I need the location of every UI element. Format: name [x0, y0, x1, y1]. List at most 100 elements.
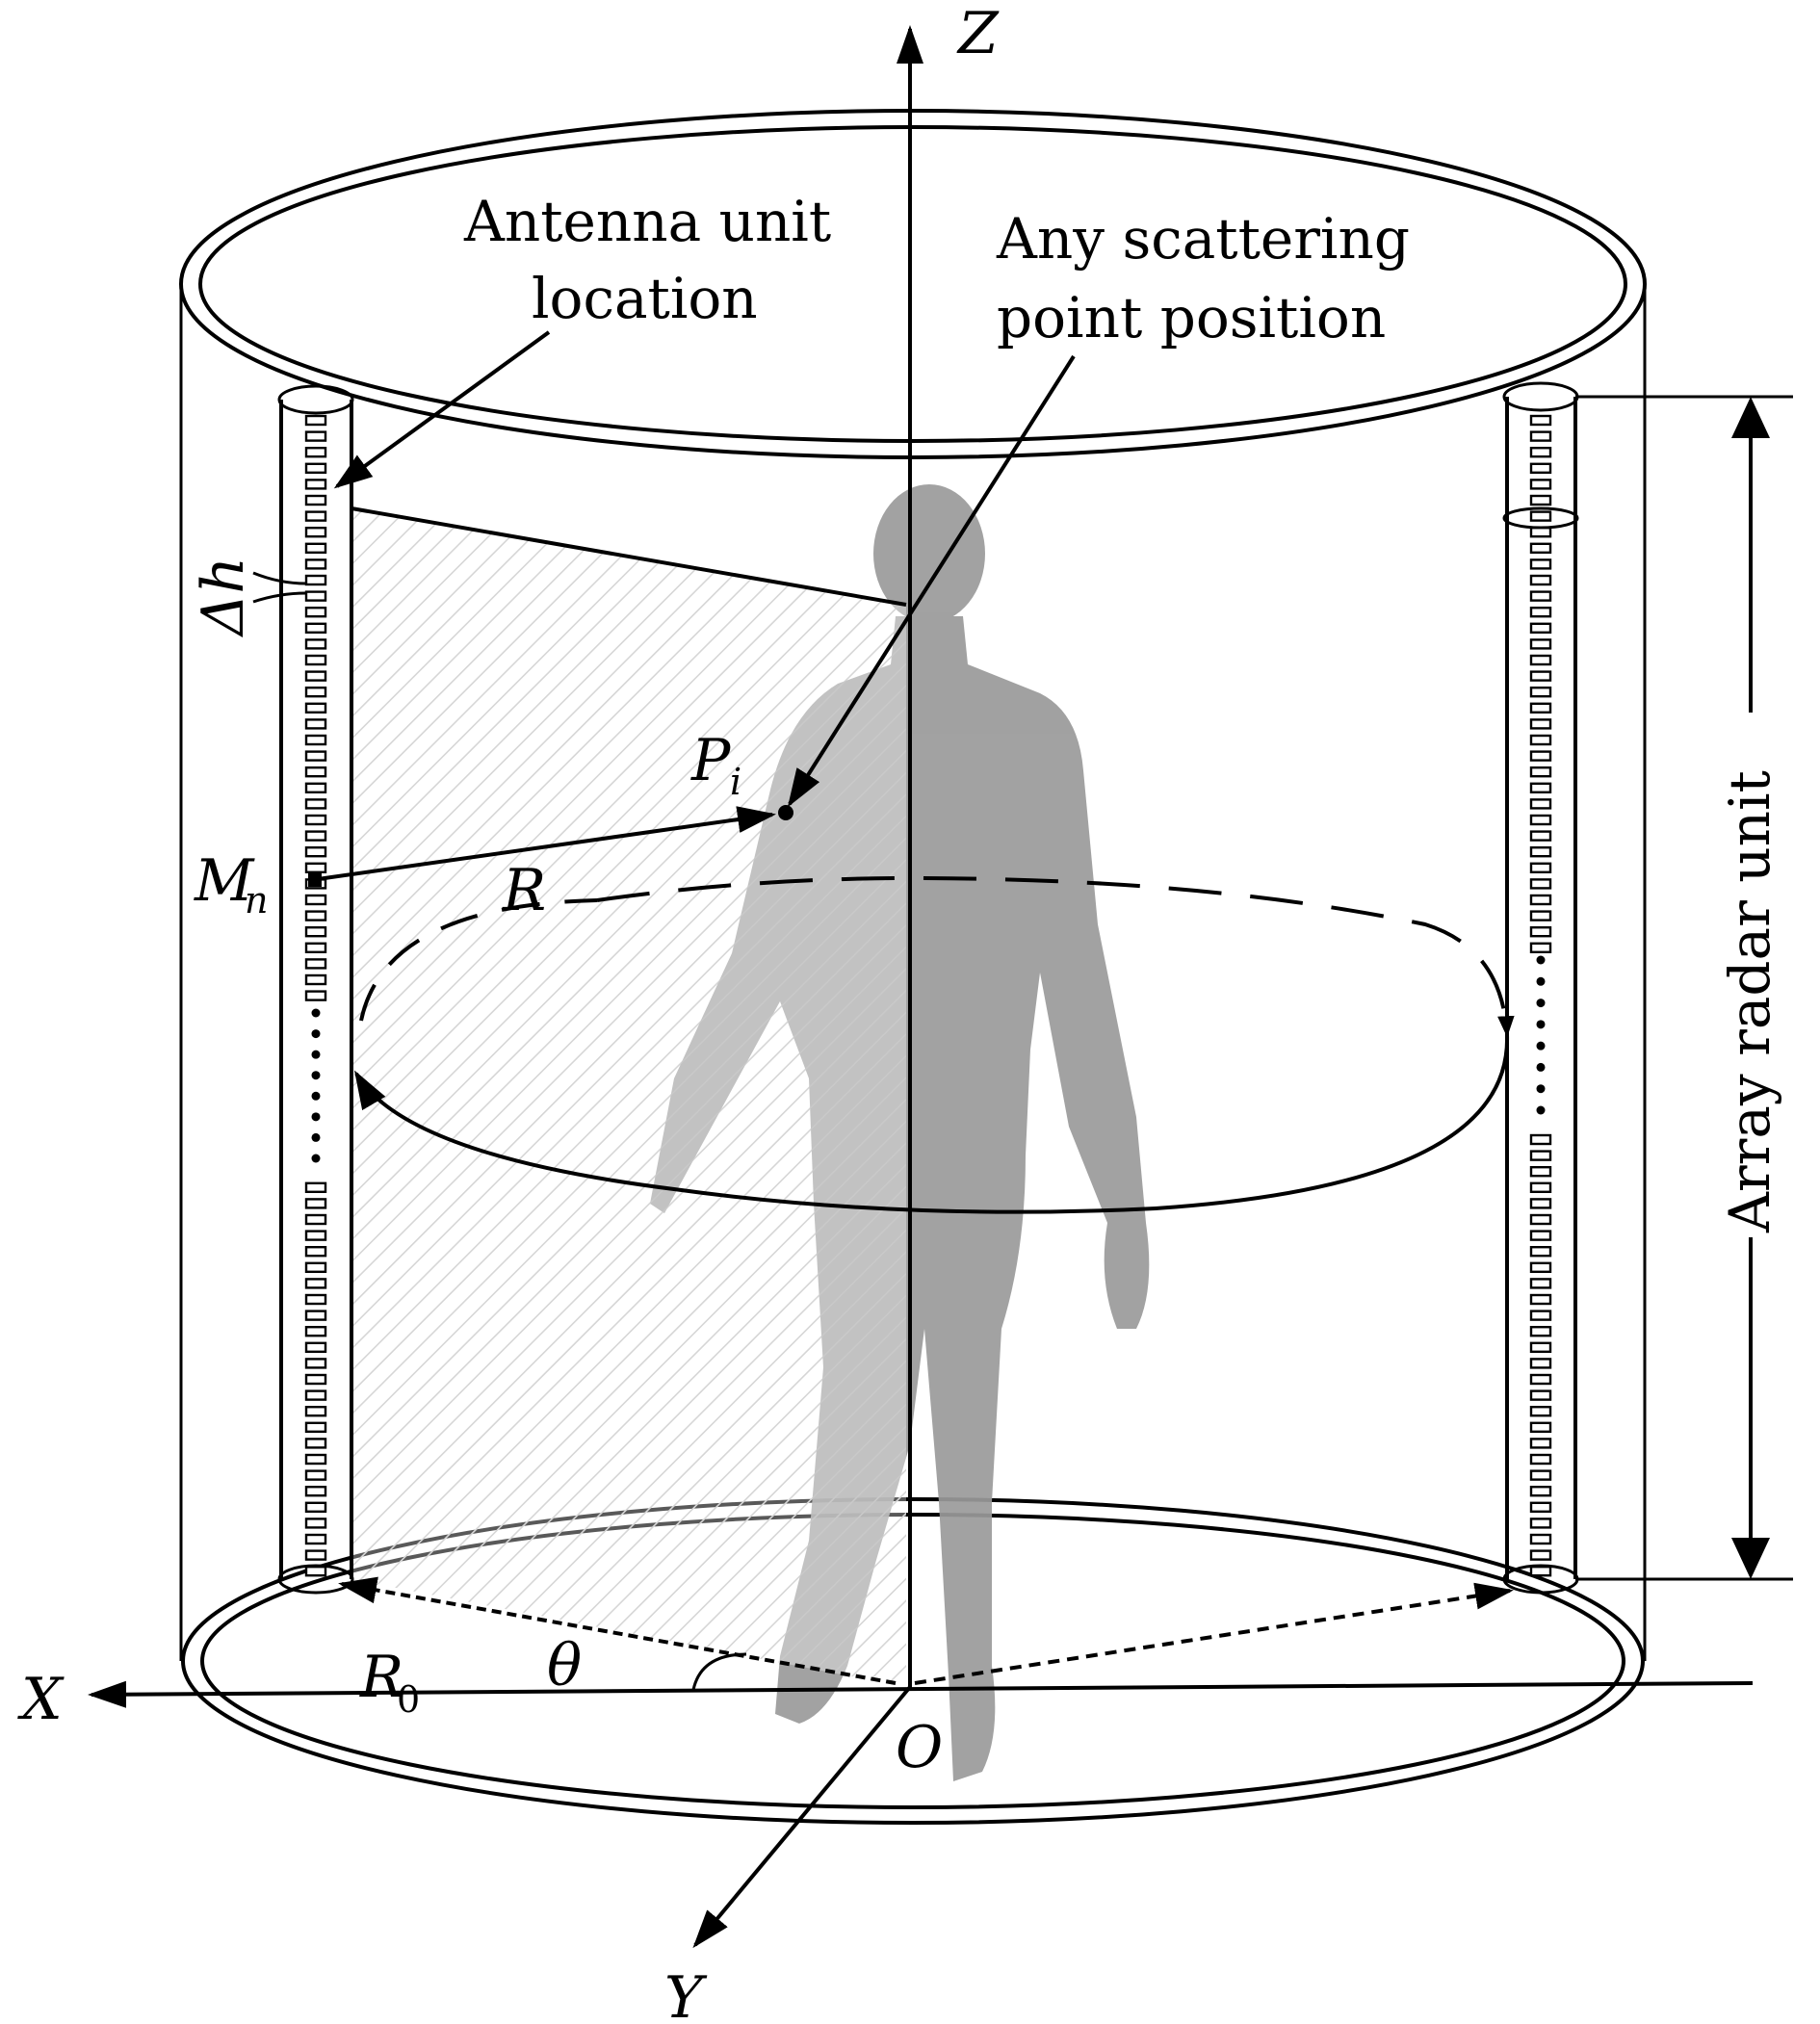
antenna-element	[1529, 718, 1552, 730]
x-axis-label: X	[17, 1666, 65, 1733]
antenna-element	[304, 494, 327, 506]
antenna-element	[1529, 607, 1552, 618]
antenna-element	[1529, 414, 1552, 427]
scatter-pointer-arrow	[787, 354, 1076, 808]
antenna-element	[304, 926, 327, 938]
antenna-element	[1529, 702, 1552, 714]
antenna-element	[1529, 846, 1552, 858]
antenna-element	[1529, 462, 1552, 474]
antenna-element	[1529, 1485, 1552, 1497]
antenna-element	[304, 1549, 327, 1561]
antenna-element	[304, 542, 327, 554]
antenna-element	[1529, 1245, 1552, 1258]
antenna-element	[1529, 814, 1552, 826]
antenna-ellipsis-dot	[1536, 1084, 1546, 1094]
antenna-element	[304, 670, 327, 682]
antenna-element	[1529, 1133, 1552, 1146]
left-antenna-elements	[304, 414, 327, 1577]
antenna-element	[1529, 734, 1552, 746]
antenna-element	[1529, 1438, 1552, 1449]
antenna-ellipsis-dot	[311, 1050, 321, 1059]
y-axis	[692, 1685, 912, 1949]
antenna-element	[1529, 1150, 1552, 1161]
cylinder-bottom-rim-front	[181, 1660, 1645, 1825]
z-axis-label: Z	[956, 0, 1000, 67]
antenna-element	[1529, 1373, 1552, 1386]
antenna-element	[1529, 862, 1552, 873]
antenna-element	[1529, 878, 1552, 890]
antenna-element	[1529, 894, 1552, 906]
antenna-element	[1529, 510, 1552, 522]
rotation-path-back	[359, 898, 598, 1022]
antenna-ellipsis-dot	[1536, 1020, 1546, 1029]
antenna-element	[304, 1453, 327, 1466]
antenna-element	[304, 1198, 327, 1209]
antenna-element	[304, 846, 327, 858]
antenna-element	[304, 1278, 327, 1289]
antenna-element	[304, 1181, 327, 1194]
antenna-element	[304, 734, 327, 746]
antenna-element	[1529, 1358, 1552, 1369]
antenna-ellipsis-dot	[311, 1091, 321, 1101]
antenna-element	[1529, 494, 1552, 506]
scatter-point	[778, 805, 793, 820]
antenna-element	[1529, 1310, 1552, 1321]
antenna-element	[304, 1325, 327, 1337]
antenna-element	[1529, 527, 1552, 538]
antenna-element	[1529, 942, 1552, 953]
right-base-vector	[914, 1582, 1514, 1685]
antenna-element	[1529, 1325, 1552, 1337]
antenna-element	[1529, 1533, 1552, 1545]
antenna-ellipsis-dot	[311, 1071, 321, 1080]
antenna-element	[304, 1501, 327, 1514]
antenna-element	[304, 1358, 327, 1369]
antenna-element	[1529, 910, 1552, 921]
antenna-element	[1529, 430, 1552, 442]
antenna-element	[304, 830, 327, 842]
antenna-element	[1529, 830, 1552, 842]
antenna-element	[304, 862, 327, 873]
antenna-element	[304, 1213, 327, 1226]
antenna-element	[1529, 687, 1552, 698]
antenna-element	[304, 1293, 327, 1306]
antenna-element	[304, 430, 327, 442]
antenna-element	[304, 447, 327, 458]
pi-label: P	[690, 727, 732, 794]
antenna-element	[1529, 638, 1552, 650]
antenna-element	[304, 1310, 327, 1321]
array-radar-unit-label: Array radar unit	[1717, 770, 1782, 1233]
antenna-element	[1529, 926, 1552, 938]
antenna-element	[304, 1421, 327, 1434]
r0-label: R	[359, 1644, 403, 1711]
antenna-element	[1529, 558, 1552, 570]
antenna-element	[1529, 590, 1552, 602]
antenna-element	[304, 1405, 327, 1417]
antenna-element	[304, 510, 327, 522]
antenna-element	[304, 607, 327, 618]
antenna-element	[304, 527, 327, 538]
antenna-element	[304, 1533, 327, 1545]
antenna-element	[1529, 1421, 1552, 1434]
antenna-element	[304, 622, 327, 634]
antenna-element	[1529, 1469, 1552, 1481]
antenna-element	[1529, 782, 1552, 793]
antenna-element	[304, 1469, 327, 1481]
antenna-element	[304, 1438, 327, 1449]
antenna-element	[1529, 574, 1552, 586]
antenna-element	[1529, 479, 1552, 490]
theta-arc	[691, 1652, 747, 1691]
antenna-element	[304, 1341, 327, 1354]
mn-subscript: n	[245, 879, 268, 921]
antenna-ellipsis-dot	[1536, 1062, 1546, 1072]
antenna-element	[304, 894, 327, 906]
antenna-element	[304, 782, 327, 793]
antenna-ellipsis-dot	[311, 1132, 321, 1142]
antenna-element	[304, 590, 327, 602]
antenna-element	[1529, 447, 1552, 458]
antenna-element	[1529, 1213, 1552, 1226]
range-vector	[317, 806, 776, 881]
theta-label: θ	[547, 1632, 582, 1700]
antenna-ellipsis-dot	[1536, 1041, 1546, 1051]
